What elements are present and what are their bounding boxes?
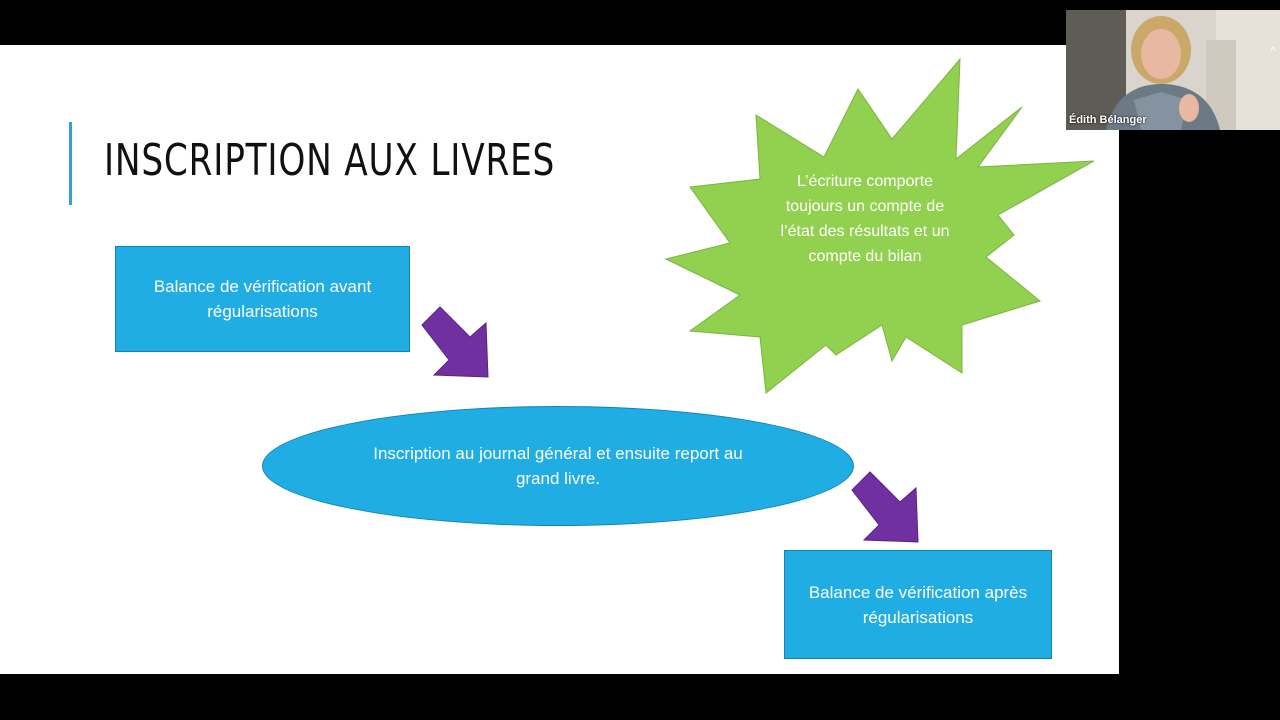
webcam-options-caret-icon[interactable]: ^ — [1270, 44, 1276, 58]
down-right-arrow-icon — [851, 471, 919, 543]
presentation-slide: INSCRIPTION AUX LIVRES Balance de vérifi… — [0, 45, 1119, 674]
journal-ellipse: Inscription au journal général et ensuit… — [262, 406, 854, 526]
balance-after-label: Balance de vérification après régularisa… — [808, 582, 1028, 627]
balance-after-box: Balance de vérification après régularisa… — [784, 550, 1052, 659]
starburst-callout-shape — [664, 57, 1095, 394]
starburst-callout-text: L’écriture comporte toujours un compte d… — [780, 173, 950, 265]
participant-name-label: Édith Bélanger — [1069, 114, 1147, 126]
balance-before-label: Balance de vérification avant régularisa… — [153, 277, 372, 321]
journal-ellipse-label: Inscription au journal général et ensuit… — [373, 444, 743, 488]
webcam-tile[interactable]: ^ Édith Bélanger — [1066, 10, 1280, 130]
title-accent-bar — [69, 122, 72, 205]
balance-before-box: Balance de vérification avant régularisa… — [115, 246, 410, 352]
down-right-arrow-icon — [421, 306, 489, 378]
participant-video-image — [1066, 10, 1280, 130]
slide-title: INSCRIPTION AUX LIVRES — [104, 135, 556, 186]
